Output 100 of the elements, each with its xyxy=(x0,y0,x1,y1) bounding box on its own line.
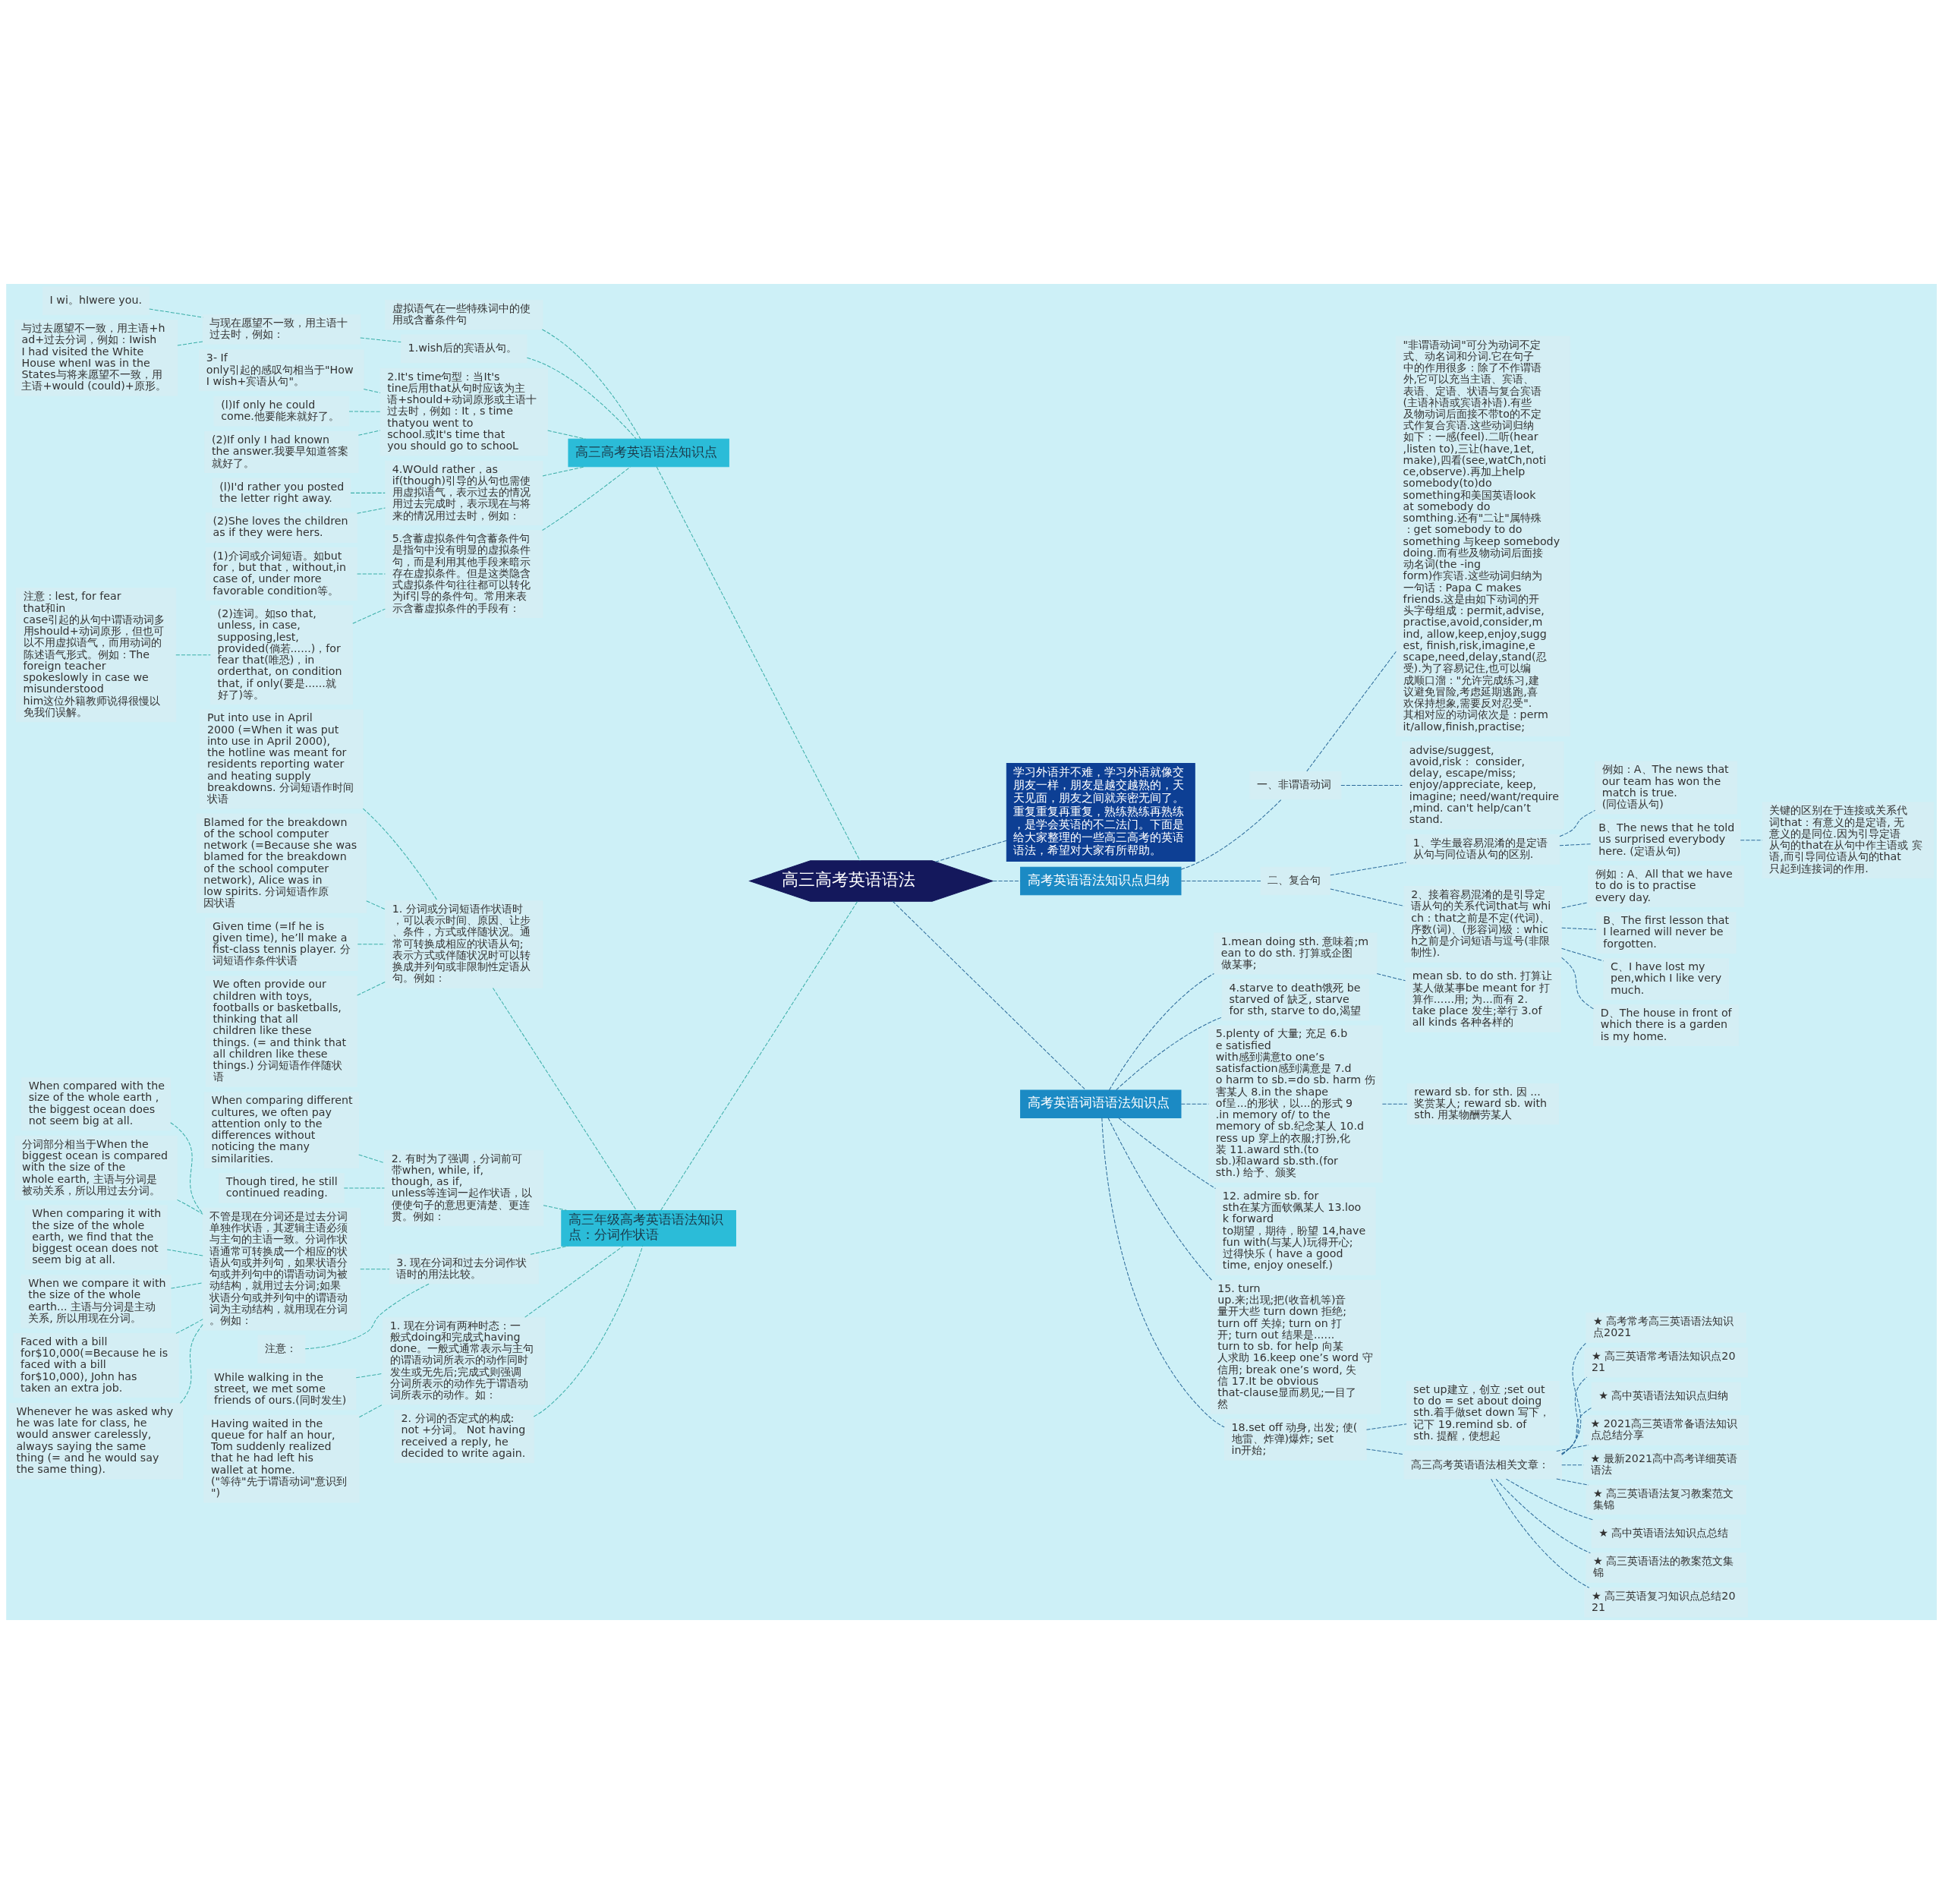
node-box: 3- If only引起的感叹句相当于"How I wish+宾语从句"。 xyxy=(199,349,364,392)
connector xyxy=(360,1269,390,1270)
connector xyxy=(1180,799,1282,870)
node-box: C、I have lost my pen,which I like very much. xyxy=(1603,958,1729,1000)
node-box: 2.It's time句型：当It's tine后用that从句时应该为主语+should+动词原形或主语十过去时，例如：It，s time thatyou went to school.或It's time that you should go to schooL xyxy=(379,367,549,456)
node-box: 5.含蓄虚拟条件句含蓄条件句是指句中没有明显的虚拟条件句，而是利用其他手段来暗示存在虚拟条件。但是这类隐含式虚拟条件句往往都可以转化为if引导的条件句。常用来表示含蓄虚拟条件的手段有： xyxy=(385,530,543,618)
node-box: 高考英语语法知识点归纳 xyxy=(1020,866,1182,896)
connector xyxy=(1561,1341,1587,1455)
connector xyxy=(542,466,585,477)
connector xyxy=(1491,1478,1590,1588)
node-box: We often provide our children with toys, footballs or basketballs, thinking that all children like these things. (= and think that all children like these things.) 分词短语作伴随状语 xyxy=(205,976,358,1087)
connector xyxy=(660,900,858,1211)
connector xyxy=(358,1154,385,1164)
connector xyxy=(180,1324,203,1404)
node-box: Having waited in the queue for half an hour, Tom suddenly realized that he had left his wallet at home. ("等待"先于谓语动词"意识到") xyxy=(203,1414,360,1503)
connector xyxy=(348,411,381,412)
connector xyxy=(1330,862,1407,876)
connector xyxy=(526,357,637,440)
connector xyxy=(357,430,381,436)
node-box: ★ 高三英语语法的教案范文集锦 xyxy=(1586,1553,1746,1583)
connector xyxy=(355,1373,383,1379)
node-box: 12. admire sb. for sth在某方面钦佩某人 13.look forward to期望，期待，盼望 14,have fun with(与某人)玩得开心;过得快乐 ( have a good time, enjoy oneself.) xyxy=(1215,1187,1376,1275)
node-box: ★ 高考常考高三英语语法知识点2021 xyxy=(1586,1313,1746,1343)
node-box: 高三高考英语语法知识点 xyxy=(568,438,729,468)
connector xyxy=(363,389,381,393)
node-box: 1. 分词或分词短语作状语时，可以表示时间、原因、让步、条件，方式或伴随状况。通常可转换成相应的状语从句;表示方式或伴随状况时可以转换成并列句或非限制性定语从句。例如： xyxy=(385,900,543,988)
node-box: ★ 2021高三英语常备语法知识点总结分享 xyxy=(1582,1415,1749,1445)
node-box: When we compare it with the size of the whole earth... 主语与分词是主动关系, 所以用现在分词。 xyxy=(20,1275,172,1329)
connector xyxy=(357,981,386,996)
node-box: Whenever he was asked why he was late for class, he would answer carelessly, always saying the same thing (= and he would say the same thing). xyxy=(8,1402,184,1480)
connector xyxy=(1561,902,1589,909)
node-box: 高考英语词语语法知识点 xyxy=(1020,1089,1182,1118)
connector xyxy=(524,1245,624,1318)
connector xyxy=(1101,1117,1225,1428)
node-box: 分词部分相当于When the biggest ocean is compared with the size of the whole earth, 主语与分词是被动关系，所以用过去分词。 xyxy=(14,1135,178,1201)
node-box: (1)介词或介词短语。如but for，but that，without,in case of, under more favorable condition等。 xyxy=(205,547,358,601)
connector xyxy=(175,654,211,656)
node-box: 2. 有时为了强调，分词前可带when, while, if, though, as if, unless等连词一起作状语，以便使句子的意思更清楚、更连贯。例如： xyxy=(384,1149,544,1227)
connector xyxy=(541,329,641,440)
node-box: 与现在愿望不一致，用主语十过去时，例如： xyxy=(202,314,361,345)
connector xyxy=(533,1245,644,1417)
node-box: ★ 高三英语复习知识点总结2021 xyxy=(1584,1587,1748,1618)
node-box: "非谓语动词"可分为动词不定式、动名词和分词.它在句子中的作用很多：除了不作谓语外,它可以充当主语、宾语、表语、定语、状语与复合宾语(主语补语或宾语补语).有些及物动词后面接不带to的不定式作复合宾语.这些动词归纳如下：一感(feel).二听(hear,listen to),三让(have,1et, make),四看(see,watCh,notice,observe).再加上help somebody(to)do something和美国英语look at somebody do somthing.还有"二让"属特殊：get somebody to do something 与keep somebody doing.而有些及物动词后面接动名词(the -ing form)作宾语.这些动词归纳为一句话：Papa C makes friends.这是由如下动词的开头字母组成：permit,advise, practise,avoid,consider,mind, allow,keep,enjoy,suggest, finish,risk,imagine,escape,need,delay,stand(忍受).为了容易记住,也可以编成顺口溜："允许完成练习,建议避免冒险,考虑延期逃跑,喜欢保持想象,需要反对忍受".其相对应的动词依次是：permit/allow,finish,practise; xyxy=(1396,336,1570,736)
node-box: (2)连词。如so that, unless, in case, supposing,lest, provided(倘若......)，for fear that(唯恐)，in orderthat, on condition that, if only(要是......就好了)等。 xyxy=(209,605,353,705)
node-box: D、The house in front of which there is a garden is my home. xyxy=(1593,1004,1740,1046)
connector xyxy=(1340,785,1403,786)
connector xyxy=(892,900,1086,1091)
connector xyxy=(1559,809,1596,837)
node-box: 二、复合句 xyxy=(1260,866,1331,896)
node-box: set up建立，创立 ;set out to do = set about doing sth.着手做set down 写下，记下 19.remind sb. of sth. 提醒，使想起 xyxy=(1406,1381,1560,1446)
node-box: 2. 分词的否定式的构成: not +分词。 Not having received a reply, he decided to write again. xyxy=(393,1410,534,1464)
connector xyxy=(1180,1103,1209,1105)
node-box: B、The news that he told us surprised everybody here. (定语从句) xyxy=(1591,819,1741,862)
connector xyxy=(1376,973,1406,982)
connector xyxy=(149,308,203,318)
node-box: (2)If only I had known the answer.我要早知道答案就好了。 xyxy=(204,431,359,473)
connector xyxy=(1365,1448,1405,1455)
node-box: (l)If only he could come.他要能来就好了。 xyxy=(213,396,350,427)
node-box: 15. turn up.来;出现;把(收音机等)音量开大些 turn down 拒绝; turn off 关掉; turn on 打开; turn out 结果是...... turn to sb. for help 向某人求助 16.keep one’s word 守信用; break one’s word, 失信 17.It be obvious that-clause显而易见;一目了然 xyxy=(1210,1279,1381,1414)
connector xyxy=(357,573,386,575)
connector xyxy=(547,430,586,440)
connector xyxy=(1561,1376,1588,1455)
node-box: ★ 高三英语语法复习教案范文集锦 xyxy=(1586,1484,1746,1515)
connector xyxy=(1306,651,1397,772)
node-box: 注意： xyxy=(257,1335,306,1364)
node-box: ★ 高中英语语法知识点总结 xyxy=(1591,1519,1741,1548)
node-box: 例如：A、The news that our team has won the match is true. (同位语从句) xyxy=(1595,761,1738,815)
connector xyxy=(358,1404,383,1418)
node-box: 高三年级高考英语语法知识点：分词作状语 xyxy=(561,1209,736,1247)
node-box: (2)She loves the children as if they were hers. xyxy=(205,512,358,543)
connector xyxy=(352,608,386,624)
node-box: When comparing different cultures, we often pay attention only to the differences without noticing the many similarities. xyxy=(203,1092,360,1169)
connector xyxy=(357,507,386,514)
connector xyxy=(177,341,203,346)
node-box: While walking in the street, we met some friends of ours.(同时发生) xyxy=(206,1368,357,1411)
node-box: 5.plenty of 大量; 充足 6.be satisfied with感到满意to one’s satisfaction感到满意是 7.do harm to sb.=do sb. harm 伤害某人 8.in the shape of呈...的形状，以...的形式 9.in memory of/ to the memory of sb.纪念某人 10.dress up 穿上的衣服;打扮,化装 11.award sth.(to sb.)和award sb.sth.(for sth.) 给予、颁奖 xyxy=(1208,1025,1383,1183)
node-box: ★ 最新2021高中高考详细英语语法 xyxy=(1582,1449,1749,1480)
node-box: 18.set off 动身, 出发; 使(地雷、炸弹)爆炸; set in开始; xyxy=(1223,1418,1367,1461)
node-box: 与过去愿望不一致，用主语+had+过去分词，例如：Iwish I had visited the White House whenI was in the States与将来愿望不一致，用主语+would (could)+原形。 xyxy=(14,320,178,396)
connector xyxy=(360,337,402,343)
connector xyxy=(1559,843,1592,846)
node-box: 学习外语并不难，学习外语就像交朋友一样，朋友是越交越熟的，天天见面，朋友之间就亲密无间了。重复重复再重复，熟练熟练再熟练，是学会英语的不二法门。下面是给大家整理的一些高三高考的英语语法，希望对大家有所帮助。 xyxy=(1006,763,1195,862)
connector xyxy=(543,1205,568,1211)
connector xyxy=(1561,927,1597,930)
connector xyxy=(1118,1117,1216,1189)
node-box: Though tired, he still continued reading. xyxy=(219,1173,345,1203)
node-box: 例如：A、All that we have to do is to practise every day. xyxy=(1588,865,1745,908)
node-box: 2、接着容易混淆的是引导定语从句的关系代词that与 which：that之前是不定(代词)、序数(词)、(形容词)级：which之前是介词短语与逗号(非限制性). xyxy=(1403,886,1562,963)
connector xyxy=(492,987,637,1211)
node-box: 不管是现在分词还是过去分词单独作状语，其逻辑主语必须与主句的主语一致。分词作状语通常可转换成一个相应的状语从句或并列句，如果状语分句或并列句中的谓语动词为被动结构，就用过去分词;如果状语分句或并列句中的谓语动词为主动结构，就用现在分词。例如： xyxy=(202,1207,361,1331)
node-box: 1、学生最容易混淆的是定语从句与同位语从句的区别. xyxy=(1406,834,1560,865)
connector xyxy=(304,1283,430,1350)
connector xyxy=(656,466,861,862)
connector xyxy=(176,1199,203,1215)
node-box: 1.mean doing sth. 意味着;mean to do sth. 打算或企图做某事; xyxy=(1214,932,1378,975)
connector xyxy=(1561,1407,1592,1455)
connector xyxy=(1740,840,1763,841)
connector xyxy=(1561,957,1595,1010)
node-box: 高三高考英语语法相关文章： xyxy=(1403,1450,1562,1480)
node-box: advise/suggest, avoid,risk： consider, delay, escape/miss; enjoy/appreciate, keep, imagine; need/want/require,mind. can't help/can’t stand. xyxy=(1402,741,1564,830)
